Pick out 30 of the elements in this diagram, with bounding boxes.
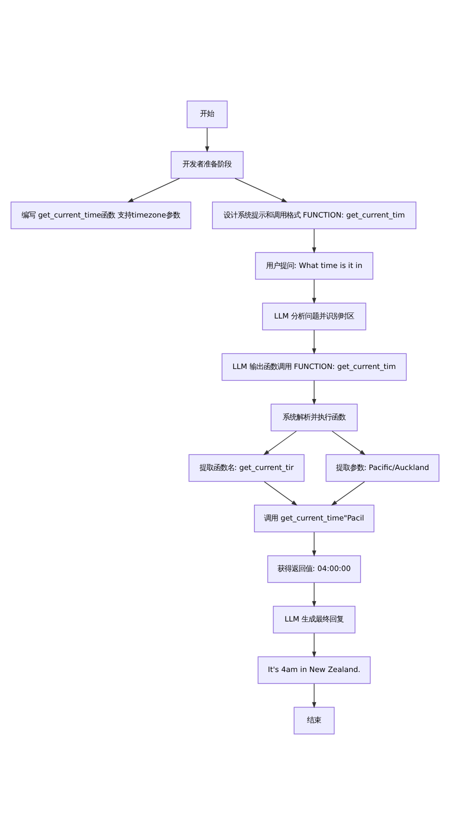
node-box: 开始 [186, 100, 228, 128]
node-box: 开发者准备阶段 [170, 151, 244, 179]
arrow [234, 178, 288, 202]
node-box: 获得返回值: 04:00:00 [267, 555, 361, 583]
node-box: 调用 get_current_time"Pacil [254, 504, 374, 532]
node-box: LLM 生成最终回复 [272, 606, 356, 634]
arrow [331, 481, 365, 506]
arrow [312, 683, 316, 708]
node-box: 编写 get_current_time函数 支持timezone参数 [10, 202, 192, 230]
node-box: LLM 分析问题并识别时区 [262, 302, 366, 330]
node-box: 提取参数: Pacific/Auckland [326, 454, 440, 482]
arrow [332, 430, 366, 456]
arrow [263, 430, 297, 456]
arrow [312, 330, 316, 354]
node-box: 用户提问: What time is it in [255, 252, 374, 280]
node-box: 设计系统提示和调用格式 FUNCTION: get_current_tim [212, 202, 416, 230]
arrow [312, 228, 316, 254]
arrow [264, 481, 298, 506]
arrow [312, 632, 316, 658]
arrow [312, 279, 316, 304]
arrow [205, 128, 210, 152]
arrow [312, 582, 316, 608]
arrow [312, 380, 316, 405]
node-box: It's 4am in New Zealand. [258, 656, 371, 684]
node-box: 系统解析并执行函数 [270, 404, 358, 432]
arrow [312, 532, 316, 556]
node-box: LLM 输出函数调用 FUNCTION: get_current_tim [222, 353, 407, 381]
node-box: 提取函数名: get_current_tir [188, 454, 304, 482]
arrow [127, 178, 180, 202]
node-box: 结束 [294, 706, 335, 734]
